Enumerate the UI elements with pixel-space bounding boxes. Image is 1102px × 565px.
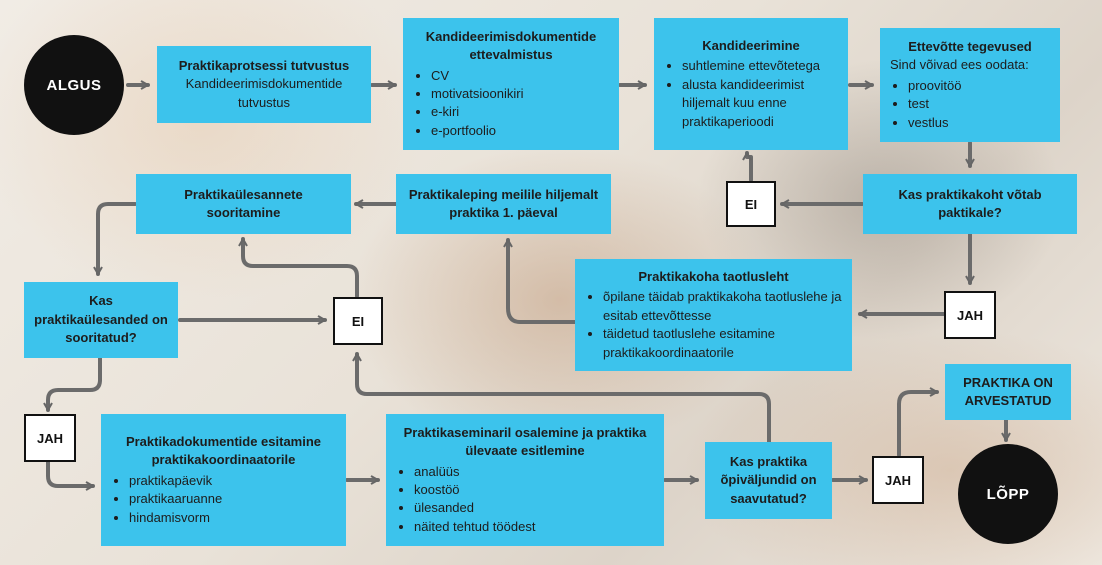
company-actions-intro: Sind võivad ees oodata: — [890, 57, 1029, 73]
arrow-decision-to-jah-left — [48, 356, 102, 412]
ei-tag-mid: EI — [333, 297, 383, 345]
intro-body: Kandideerimisdokumentide tutvustus — [185, 76, 343, 110]
applying-box: Kandideerimine suhtlemine ettevõtetega a… — [654, 18, 848, 150]
list-item: hindamisvorm — [129, 509, 336, 527]
list-item: alusta kandideerimist hiljemalt kuu enne… — [682, 76, 838, 131]
tasks-box: Praktikaülesannete sooritamine — [136, 174, 351, 234]
arrow-tasks-to-decision — [98, 202, 137, 276]
list-item: õpilane täidab praktikakoha taotluslehe … — [603, 288, 842, 325]
list-item: CV — [431, 67, 609, 85]
end-node: LÕPP — [958, 444, 1058, 544]
applying-list: suhtlemine ettevõtetega alusta kandideer… — [664, 57, 838, 131]
application-form-list: õpilane täidab praktikakoha taotluslehe … — [585, 288, 842, 362]
decision-tasks-text: Kas praktikaülesanded on sooritatud? — [34, 293, 168, 346]
list-item: ülesanded — [414, 499, 654, 517]
seminar-box: Praktikaseminaril osalemine ja praktika … — [386, 414, 664, 546]
docs-prep-list: CV motivatsioonikiri e-kiri e-portfoolio — [413, 67, 609, 141]
ei-tag-top: EI — [726, 181, 776, 227]
tasks-text: Praktikaülesannete sooritamine — [184, 186, 303, 220]
seminar-title: Praktikaseminaril osalemine ja praktika … — [403, 424, 647, 459]
docs-prep-box: Kandideerimisdokumentide ettevalmistus C… — [403, 18, 619, 150]
list-item: koostöö — [414, 481, 654, 499]
decision-tasks-box: Kas praktikaülesanded on sooritatud? — [24, 282, 178, 358]
list-item: vestlus — [908, 114, 1050, 132]
company-actions-list: proovitöö test vestlus — [890, 77, 1050, 132]
docs-prep-title: Kandideerimisdokumentide ettevalmistus — [425, 28, 597, 63]
jah-tag-left: JAH — [24, 414, 76, 462]
seminar-list: analüüs koostöö ülesanded näited tehtud … — [396, 463, 654, 537]
list-item: suhtlemine ettevõtetega — [682, 57, 838, 75]
documents-submit-title: Praktikadokumentide esitamine praktikako… — [125, 433, 322, 468]
list-item: motivatsioonikiri — [431, 85, 609, 103]
list-item: praktikaaruanne — [129, 490, 336, 508]
intro-box: Praktikaprotsessi tutvustus Kandideerimi… — [157, 46, 371, 123]
arrow-ei-to-applying — [747, 151, 753, 182]
jah-tag-right: JAH — [944, 291, 996, 339]
decision-outcomes-text: Kas praktika õpiväljundid on saavutatud? — [720, 453, 817, 506]
intro-title: Praktikaprotsessi tutvustus — [178, 57, 350, 73]
arrow-form-to-contract — [508, 238, 577, 324]
decision-accept-text: Kas praktikakoht võtab paktikale? — [898, 186, 1042, 220]
company-actions-title: Ettevõtte tegevused — [908, 38, 1032, 54]
documents-submit-list: praktikapäevik praktikaaruanne hindamisv… — [111, 472, 336, 527]
list-item: proovitöö — [908, 77, 1050, 95]
start-node: ALGUS — [24, 35, 124, 135]
application-form-box: Praktikakoha taotlusleht õpilane täidab … — [575, 259, 852, 371]
arrow-ei-mid-to-tasks — [243, 237, 359, 298]
list-item: analüüs — [414, 463, 654, 481]
list-item: näited tehtud töödest — [414, 518, 654, 536]
decision-accept-box: Kas praktikakoht võtab paktikale? — [863, 174, 1077, 234]
applying-title: Kandideerimine — [702, 37, 800, 53]
decision-outcomes-box: Kas praktika õpiväljundid on saavutatud? — [705, 442, 832, 519]
list-item: täidetud taotluslehe esitamine praktikak… — [603, 325, 842, 362]
credited-box: PRAKTIKA ON ARVESTATUD — [945, 364, 1071, 420]
arrow-jah-bottom-to-credited — [897, 392, 939, 457]
list-item: praktikapäevik — [129, 472, 336, 490]
contract-box: Praktikaleping meilile hiljemalt praktik… — [396, 174, 611, 234]
list-item: e-portfoolio — [431, 122, 609, 140]
list-item: e-kiri — [431, 103, 609, 121]
contract-text: Praktikaleping meilile hiljemalt praktik… — [408, 186, 599, 220]
documents-submit-box: Praktikadokumentide esitamine praktikako… — [101, 414, 346, 546]
application-form-title: Praktikakoha taotlusleht — [638, 268, 789, 284]
jah-tag-bottom: JAH — [872, 456, 924, 504]
credited-text: PRAKTIKA ON ARVESTATUD — [963, 374, 1053, 408]
list-item: test — [908, 95, 1050, 113]
arrow-decision-to-ei-mid-back — [357, 352, 771, 444]
company-actions-box: Ettevõtte tegevused Sind võivad ees ooda… — [880, 28, 1060, 142]
arrow-jah-left-to-docs — [46, 460, 95, 486]
